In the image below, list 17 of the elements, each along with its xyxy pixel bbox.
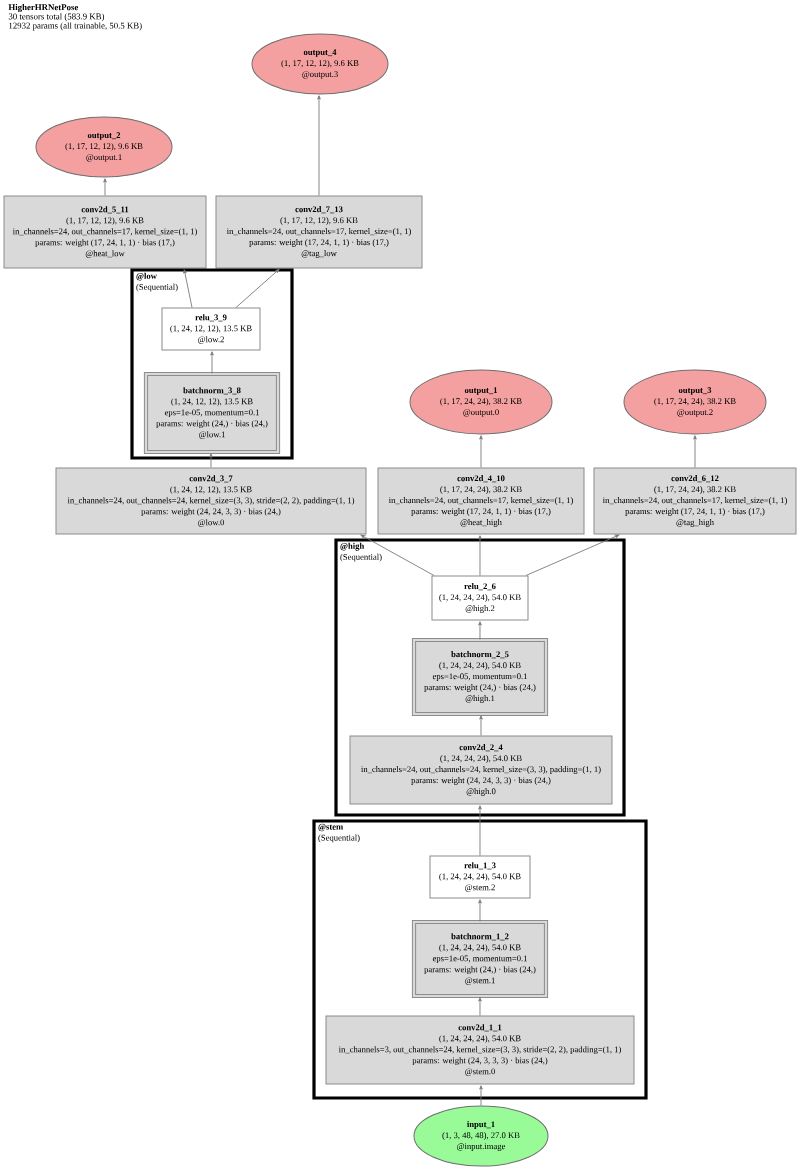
arrow	[693, 435, 697, 468]
arrow	[478, 621, 482, 640]
arrow	[478, 805, 482, 856]
arrow	[478, 899, 482, 922]
arrow	[479, 435, 483, 468]
arrow	[209, 453, 213, 468]
arrow	[478, 535, 482, 576]
arrow	[479, 715, 483, 736]
arrow	[478, 997, 482, 1016]
arrow	[210, 351, 214, 374]
arrow	[235, 268, 280, 308]
arrow	[360, 534, 435, 576]
arrow	[317, 95, 321, 196]
arrow	[479, 1085, 483, 1106]
arrow	[103, 178, 107, 196]
arrow	[183, 269, 193, 308]
arrow	[525, 534, 620, 576]
